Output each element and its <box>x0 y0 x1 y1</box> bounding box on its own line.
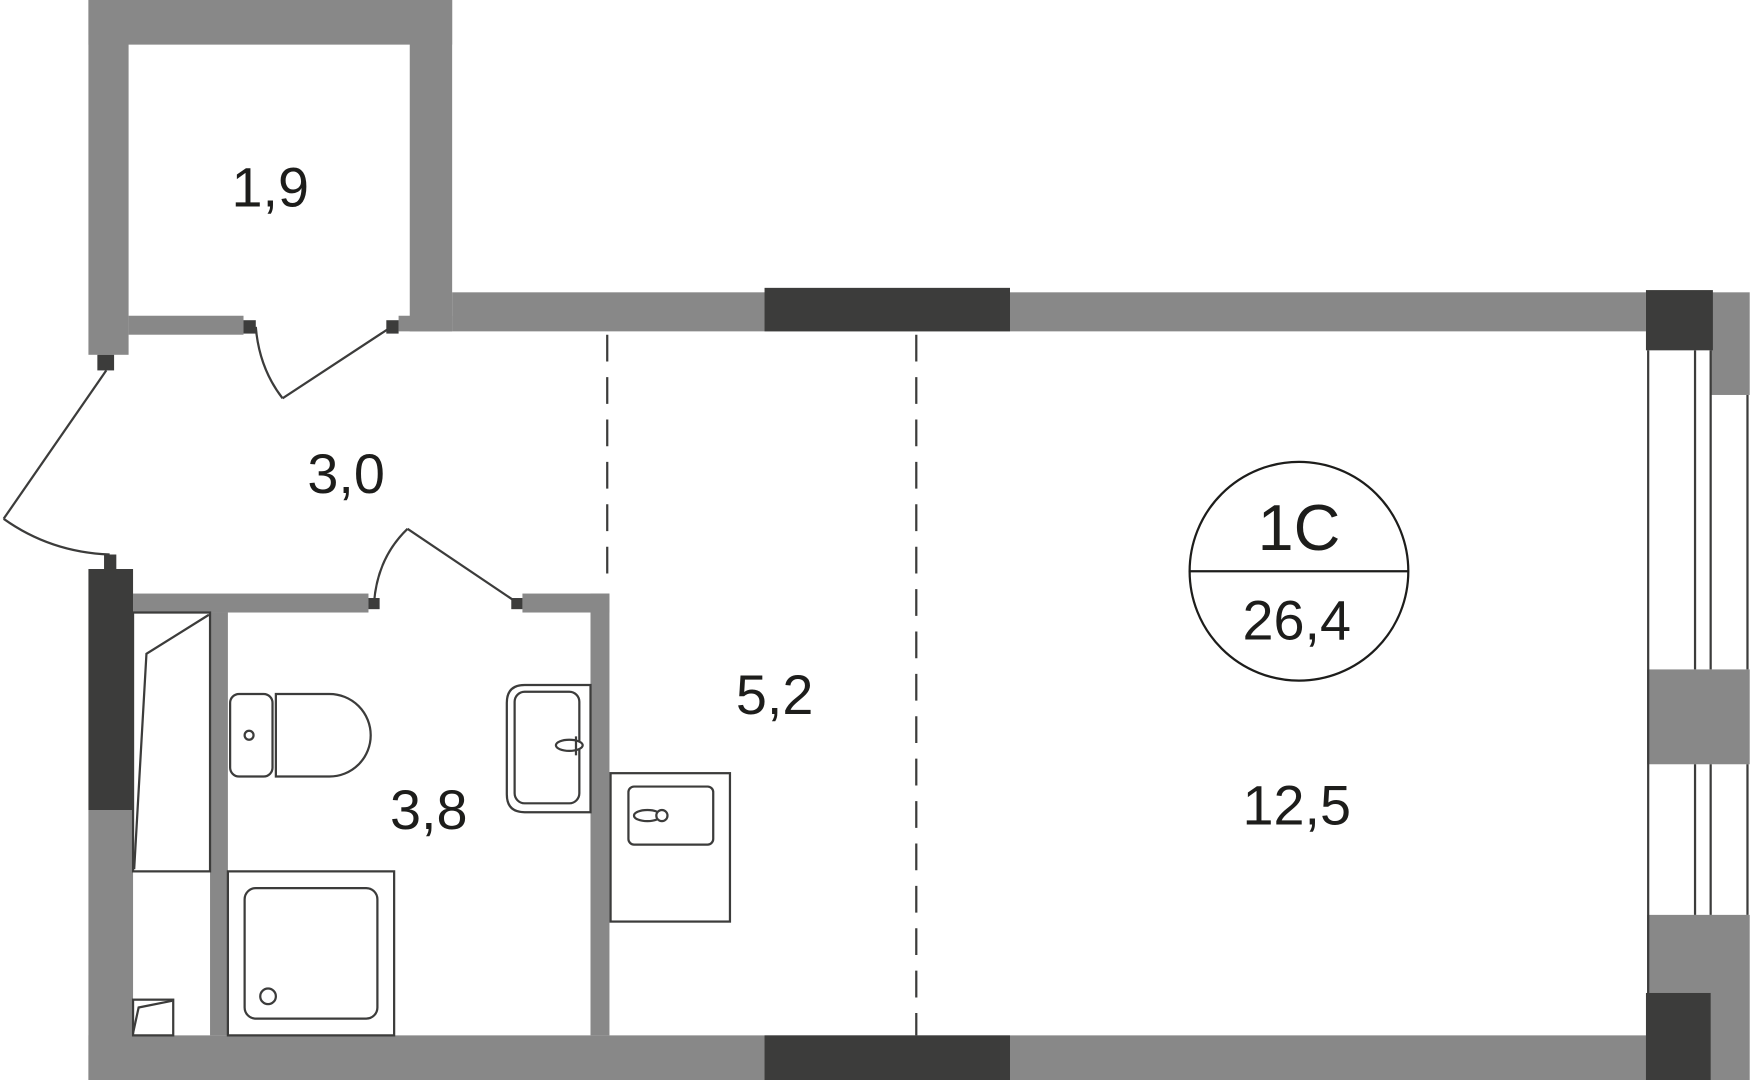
doors <box>2 324 518 604</box>
living-room-area: 12,5 <box>1242 775 1351 837</box>
bathroom-area: 3,8 <box>390 779 468 841</box>
toilet-bowl <box>274 692 372 778</box>
kitchen-area: 5,2 <box>736 664 814 726</box>
window-blocks <box>88 287 1713 1080</box>
storage-area: 1,9 <box>232 156 310 218</box>
hallway-area: 3,0 <box>307 443 385 505</box>
bathroom-fixtures <box>131 611 732 1037</box>
bathtub <box>131 611 212 873</box>
total-area: 26,4 <box>1242 589 1351 651</box>
right-windows <box>1647 350 1749 993</box>
zone-dividers <box>606 334 918 1036</box>
kitchen-sink <box>627 785 715 846</box>
apartment-type: 1С <box>1258 491 1341 564</box>
apartment-badge: 1С 26,4 <box>1188 460 1410 682</box>
